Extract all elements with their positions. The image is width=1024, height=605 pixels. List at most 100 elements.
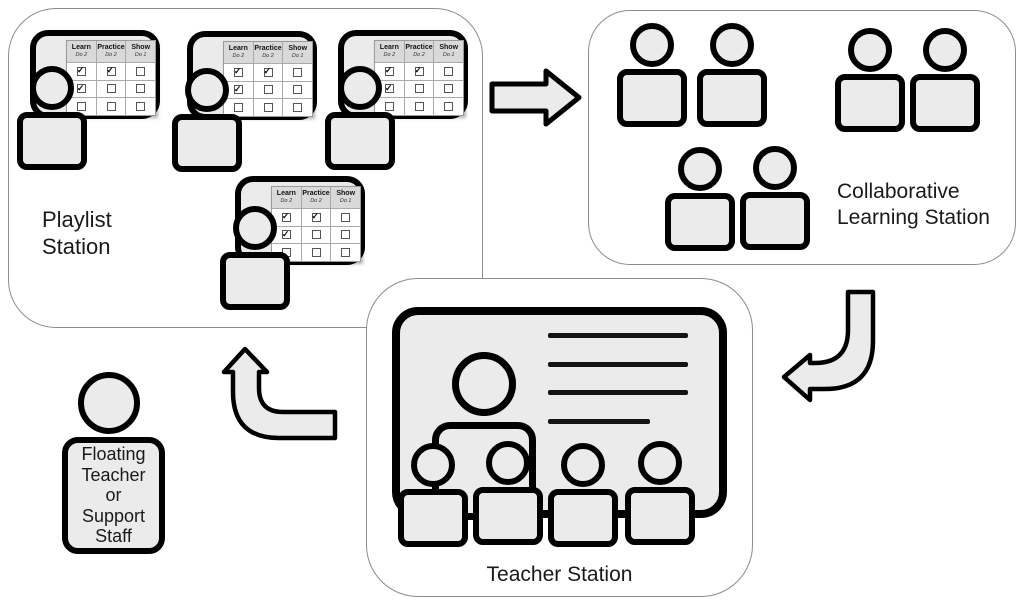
checkbox-unchecked-icon xyxy=(375,98,404,115)
arrow-collaborative-to-teacher-icon xyxy=(781,289,876,403)
person-head xyxy=(710,23,754,67)
person-torso xyxy=(473,487,543,545)
board-text-line xyxy=(548,362,688,367)
teacher-station-label: Teacher Station xyxy=(486,563,633,586)
checkbox-unchecked-icon xyxy=(403,98,434,115)
person-torso xyxy=(910,74,980,132)
student-icon xyxy=(17,66,87,170)
checkbox-unchecked-icon xyxy=(330,226,360,244)
floating-teacher-label: Floating Teacher or Support Staff xyxy=(62,437,165,554)
checkbox-unchecked-icon xyxy=(282,63,312,81)
student-icon xyxy=(473,441,543,545)
checkbox-unchecked-icon xyxy=(125,80,155,98)
person-torso xyxy=(617,69,687,127)
playlist-station-label: Playlist Station xyxy=(42,207,112,259)
student-icon xyxy=(548,443,618,547)
student-icon xyxy=(665,147,735,251)
checkbox-unchecked-icon xyxy=(95,98,126,115)
checkbox-checked-icon xyxy=(67,81,96,98)
floating-teacher-label-line: Staff xyxy=(95,526,132,547)
checkbox-checked-icon xyxy=(224,82,253,99)
student-icon xyxy=(220,206,290,310)
checkbox-checked-icon xyxy=(272,209,301,226)
board-text-line xyxy=(548,390,688,395)
checkbox-checked-icon xyxy=(67,63,96,80)
checkbox-unchecked-icon xyxy=(330,244,360,261)
floating-teacher-label-line: Teacher xyxy=(81,464,146,485)
person-torso xyxy=(220,252,290,310)
checkbox-checked-icon xyxy=(300,208,331,226)
person-torso xyxy=(172,114,242,172)
person-torso xyxy=(325,112,395,170)
student-icon xyxy=(625,441,695,545)
floating-teacher-icon xyxy=(78,372,140,434)
checkbox-unchecked-icon xyxy=(67,98,96,115)
person-head xyxy=(923,28,967,72)
checkbox-unchecked-icon xyxy=(252,99,283,116)
checkbox-checked-icon xyxy=(95,62,126,80)
checkbox-unchecked-icon xyxy=(300,226,331,244)
person-head xyxy=(233,206,277,250)
student-icon xyxy=(617,23,687,127)
board-text-line xyxy=(548,333,688,338)
person-head xyxy=(486,441,530,485)
person-torso xyxy=(17,112,87,170)
checkbox-checked-icon xyxy=(375,81,404,98)
checkbox-unchecked-icon xyxy=(125,98,155,115)
arrow-playlist-to-collaborative-icon xyxy=(489,68,582,127)
student-icon xyxy=(398,443,468,547)
person-head xyxy=(753,146,797,190)
checkbox-unchecked-icon xyxy=(224,99,253,116)
person-head xyxy=(638,441,682,485)
student-icon xyxy=(172,68,242,172)
checkbox-checked-icon xyxy=(272,227,301,244)
person-head xyxy=(630,23,674,67)
person-head xyxy=(30,66,74,110)
student-icon xyxy=(697,23,767,127)
floating-teacher-label-line: Floating xyxy=(81,444,146,465)
person-torso xyxy=(835,74,905,132)
checkbox-unchecked-icon xyxy=(282,99,312,116)
checkbox-unchecked-icon xyxy=(282,81,312,99)
checkbox-checked-icon xyxy=(224,64,253,81)
checkbox-unchecked-icon xyxy=(95,80,126,98)
checkbox-unchecked-icon xyxy=(300,244,331,261)
student-icon xyxy=(835,28,905,132)
person-torso xyxy=(740,192,810,250)
student-icon xyxy=(740,146,810,250)
student-icon xyxy=(910,28,980,132)
checkbox-checked-icon xyxy=(403,62,434,80)
student-icon xyxy=(325,66,395,170)
checkbox-unchecked-icon xyxy=(252,81,283,99)
person-torso xyxy=(665,193,735,251)
person-head xyxy=(338,66,382,110)
checkbox-unchecked-icon xyxy=(433,98,463,115)
board-text-line xyxy=(548,419,650,424)
arrow-teacher-to-playlist-icon xyxy=(221,346,338,441)
floating-teacher-label-line: or xyxy=(105,485,122,506)
person-head xyxy=(561,443,605,487)
checkbox-unchecked-icon xyxy=(403,80,434,98)
checkbox-unchecked-icon xyxy=(125,62,155,80)
checkbox-unchecked-icon xyxy=(433,80,463,98)
person-head xyxy=(452,352,516,416)
person-head xyxy=(678,147,722,191)
person-torso xyxy=(398,489,468,547)
collaborative-station-label: Collaborative Learning Station xyxy=(837,180,990,229)
checkbox-unchecked-icon xyxy=(433,62,463,80)
